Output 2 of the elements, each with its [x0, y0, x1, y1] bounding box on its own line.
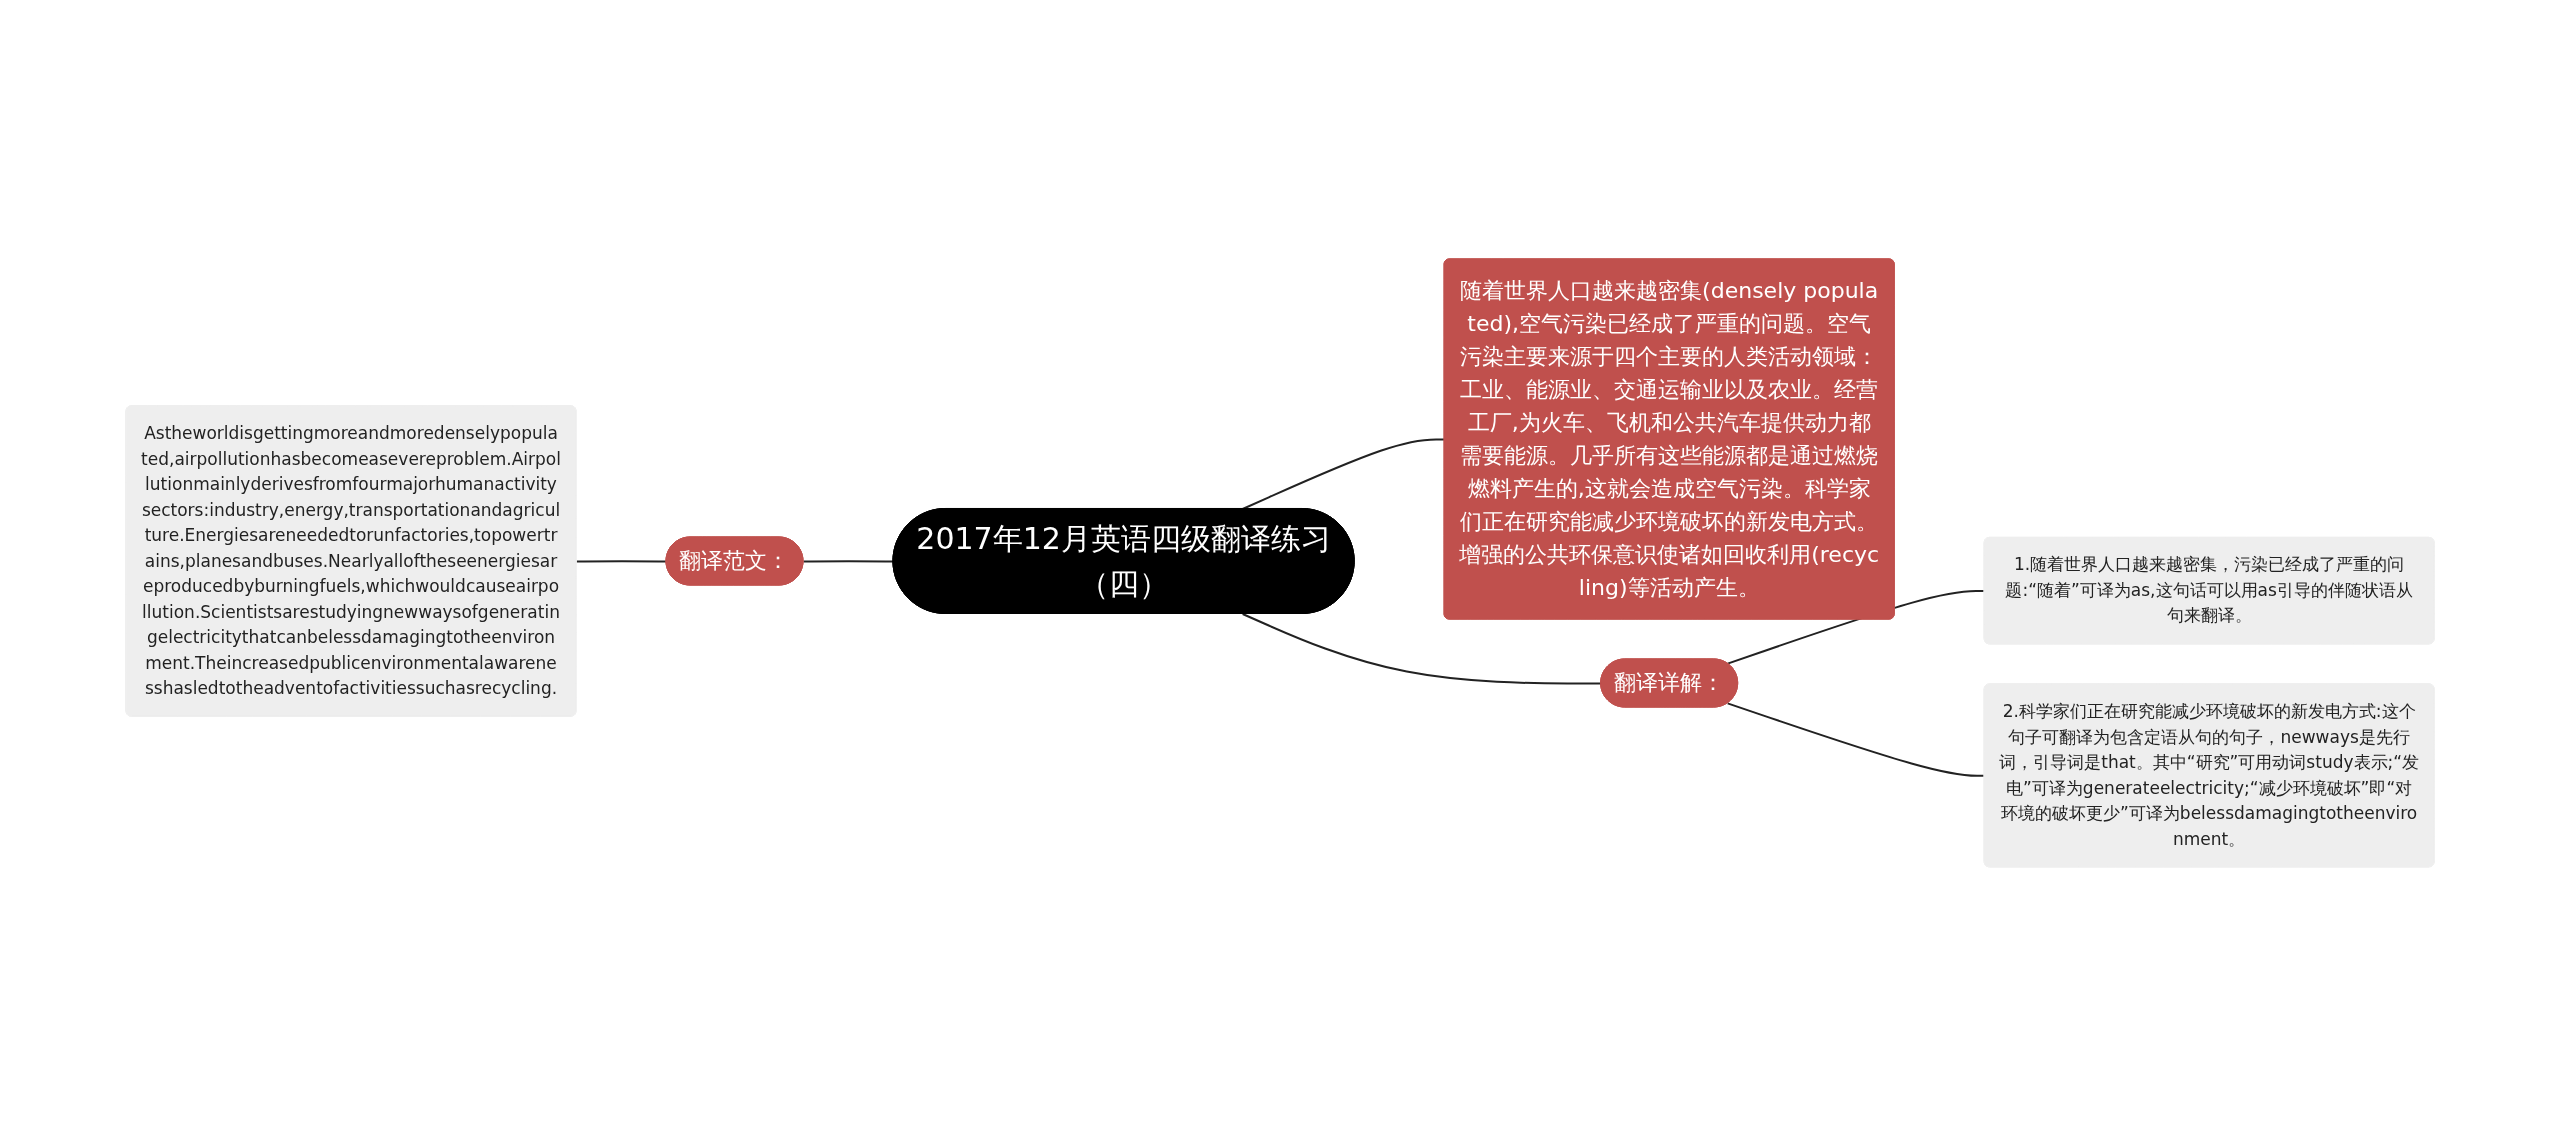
connector: [1726, 702, 1986, 777]
connector: [802, 560, 895, 563]
